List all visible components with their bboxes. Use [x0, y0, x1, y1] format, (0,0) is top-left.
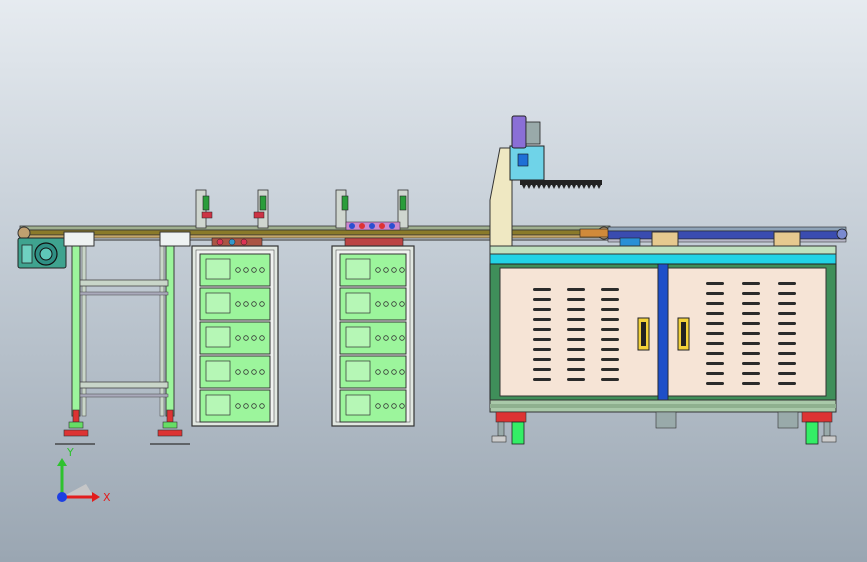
rack-drawer[interactable] [199, 321, 271, 355]
rack-1-drawers [199, 253, 271, 423]
left-support-frame[interactable] [55, 245, 190, 445]
rack-drawer[interactable] [199, 389, 271, 423]
rack-2-drawers [339, 253, 407, 423]
door-divider [657, 263, 669, 401]
rack-drawer[interactable] [339, 321, 407, 355]
cabinet-door-left[interactable] [499, 267, 659, 397]
rack-drawer[interactable] [339, 389, 407, 423]
servo-motor-icon [511, 115, 527, 149]
conveyor-mount-block [63, 231, 95, 247]
gear-rack [520, 180, 602, 189]
right-conveyor[interactable] [579, 226, 848, 249]
cabinet-casters [491, 411, 837, 445]
coordinate-axis-triad: X Y [57, 446, 111, 504]
rack-drawer[interactable] [339, 355, 407, 389]
main-cabinet[interactable] [489, 245, 837, 413]
axis-y-label: Y [66, 446, 74, 459]
rack-drawer[interactable] [199, 355, 271, 389]
rack-drawer[interactable] [339, 253, 407, 287]
rack-drawer[interactable] [339, 287, 407, 321]
index-chain [345, 221, 401, 231]
axis-x-label: X [103, 491, 111, 504]
conveyor-mount-block [159, 231, 191, 247]
axis-z-dot [57, 492, 67, 502]
motor-icon[interactable] [17, 237, 67, 269]
cabinet-vent-slots [533, 282, 796, 385]
main-conveyor-rail[interactable] [17, 225, 611, 241]
rack-drawer[interactable] [199, 253, 271, 287]
rack-drawer[interactable] [199, 287, 271, 321]
gantry-column[interactable] [489, 115, 602, 247]
